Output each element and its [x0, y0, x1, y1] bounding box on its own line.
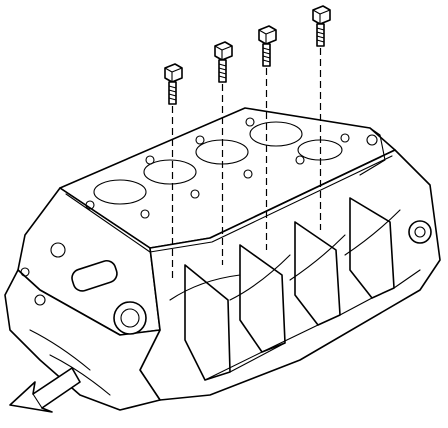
bolt-1-head: [164, 63, 183, 83]
front-face-features: [20, 242, 147, 396]
bolt-1-shank: [168, 81, 177, 105]
block-lower-front: [4, 269, 161, 411]
bolt-4: [312, 5, 331, 230]
rear-boss: [408, 220, 432, 244]
bolt-2: [214, 41, 233, 265]
bearing-web-2: [239, 244, 286, 353]
bearing-web-4: [349, 197, 395, 299]
bolt-4-head: [312, 5, 331, 25]
oil-gallery-boss: [71, 259, 118, 292]
bolt-3-shank: [262, 43, 271, 67]
bolt-2-shank: [218, 59, 227, 83]
bolt-4-shank: [316, 23, 325, 47]
cylinder-bore-4: [249, 121, 303, 147]
cylinder-bore-1: [93, 179, 147, 205]
bearing-web-1: [184, 264, 231, 381]
bolt-1: [164, 63, 183, 280]
bolts: [164, 5, 331, 280]
cylinder-bore-2: [143, 159, 197, 185]
front-direction-arrow-icon: [9, 367, 81, 413]
crankcase-webs: [169, 197, 421, 381]
rear-end-features: [359, 127, 432, 244]
bolt-3-head: [258, 25, 277, 45]
bolt-3: [258, 25, 277, 250]
cylinder-deck-detail: [65, 117, 393, 253]
bolt-2-head: [214, 41, 233, 61]
front-bore-opening: [113, 301, 147, 335]
direction-arrow: [9, 367, 81, 413]
engine-block: [4, 107, 441, 411]
bearing-web-3: [294, 221, 341, 326]
